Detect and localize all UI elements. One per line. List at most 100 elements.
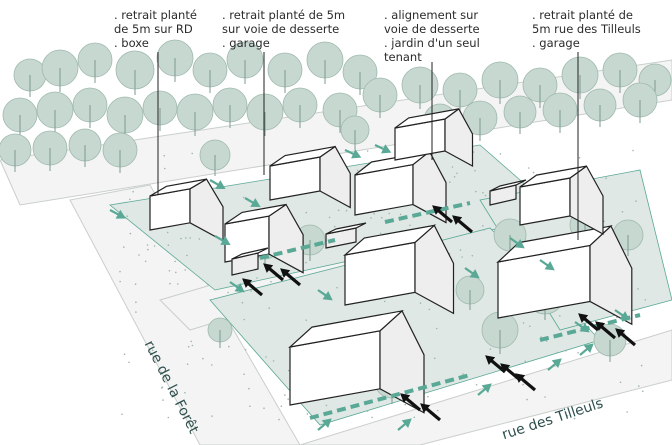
ground-dot [160,387,163,389]
planting-arrow-icon [509,237,525,249]
ground-dot [528,167,530,169]
tree-icon [68,128,102,167]
ground-dot [522,322,525,324]
ground-dot [578,157,581,159]
ground-dot [399,213,402,216]
setback-line-alignement [384,201,471,224]
tree-icon [77,42,113,83]
ground-dot [184,391,186,394]
ground-dot [621,211,624,213]
ground-dot [566,415,569,417]
access-arrow-icon [242,278,264,297]
tree-icon [36,91,74,134]
ground-dot [305,319,308,322]
tree-icon [282,87,318,128]
ground-dot [545,340,548,342]
tree-icon [340,115,370,150]
ground-dot [191,344,194,347]
tree-icon [542,92,578,133]
tree-icon [102,132,138,173]
ground-dot [287,398,290,400]
ground-dot [637,288,639,290]
tree-icon [0,133,32,172]
ground-dot [366,150,369,152]
ground-dot [146,244,149,246]
ground-dot [489,348,492,350]
ground-dot [582,410,585,413]
ground-dot [626,411,628,413]
ground-dot [483,229,485,231]
ground-dot [474,169,476,172]
ground-dot [484,194,487,197]
ground-dot [453,176,456,178]
tree-icon [41,49,79,92]
tree-icon [142,90,178,131]
ground-dot [371,416,373,419]
ground-dot [123,246,125,248]
access-arrows [109,144,637,431]
ground-dot [482,191,484,194]
ground-dot [249,405,251,408]
tree-icon [481,311,519,354]
tree-icon [622,82,658,123]
ground-dot [174,260,176,263]
access-arrow-icon [263,263,285,282]
ground-dot [413,416,416,419]
ground-dot [435,327,438,330]
planting-arrow-icon [579,343,594,356]
tree-icon [362,77,398,118]
access-arrow-icon [485,355,507,374]
ground-dot [256,277,258,279]
ground-dot [185,237,187,239]
tree-icon [455,275,485,310]
ground-dot [144,260,147,263]
ground-dot [638,385,640,387]
ground-dot [384,300,386,303]
ground-dot [166,231,169,234]
annotation-tilleuls: . retrait planté de 5m rue des Tilleuls … [532,8,641,50]
tree-icon [32,130,68,171]
ground-dot [573,417,576,420]
ground-dot [243,318,245,321]
ground-dot [265,356,267,358]
ground-dot [370,217,372,219]
ground-dot [248,344,251,346]
ground-dot [544,396,546,398]
planting-arrow-icon [539,259,555,271]
ground-dot [186,363,189,366]
ground-dot [306,413,309,415]
ground-dot [642,390,644,393]
ground-dot [126,215,129,217]
ground-dot [119,280,121,283]
ground-dot [184,269,186,271]
ground-dot [605,177,607,180]
ground-dot [451,166,454,168]
ground-dot [388,212,391,215]
ground-dot [177,283,179,285]
ground-dot [325,404,328,407]
ground-dot [529,325,531,328]
ground-dot [379,232,382,235]
tree-icon [226,41,264,84]
ground-dot [248,387,250,390]
ground-dot [373,212,376,215]
ground-dot [163,154,165,157]
garage-box-west [231,247,269,276]
ground-dot [211,415,213,417]
tree-icon [115,50,155,95]
planting-arrow-icon [464,267,480,279]
ground-dot [284,394,286,396]
ground-dot [123,353,126,356]
ground-dot [272,360,275,362]
planting-arrow-icon [477,383,492,396]
access-arrow-icon [500,363,522,382]
ground-dot [119,270,121,273]
ground-dot [526,398,528,401]
tree-icon [13,58,47,97]
ground-dot [381,216,383,219]
house-east [496,225,633,326]
ground-dot [151,349,154,352]
ground-dot [427,395,429,398]
ground-dot [243,373,245,376]
